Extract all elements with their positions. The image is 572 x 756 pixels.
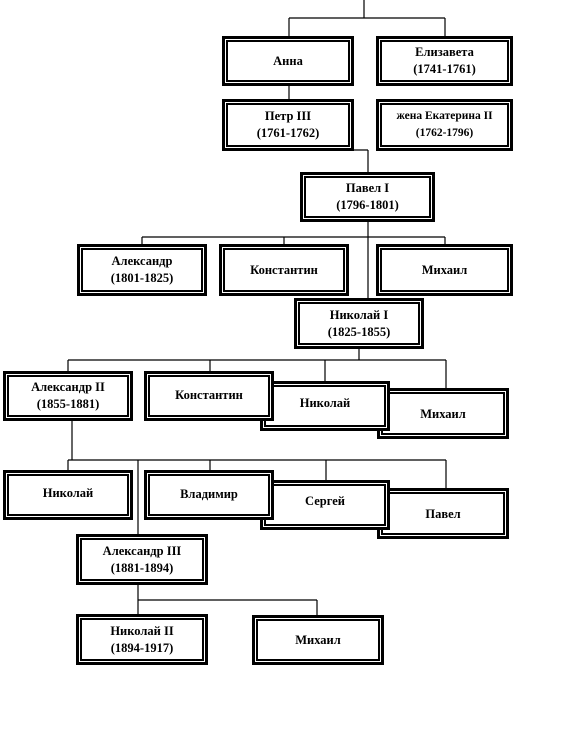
node-nikolai-b: Николай (260, 381, 390, 431)
node-aleksandr-iii: Александр III (1881-1894) (76, 534, 208, 585)
node-name: Николай II (110, 623, 174, 638)
node-name: Константин (175, 388, 243, 402)
node-mikhail-1: Михаил (376, 244, 513, 296)
node-name: Александр III (102, 543, 182, 558)
node-name: Павел (425, 507, 461, 521)
node-years: (1801-1825) (110, 271, 174, 285)
node-name: Владимир (180, 487, 238, 501)
node-name: Николай (42, 486, 94, 500)
node-name: Николай I (329, 307, 389, 322)
node-years: (1762-1796) (415, 127, 474, 139)
node-name: Александр II (31, 380, 105, 394)
node-petr-iii: Петр III (1761-1762) (222, 99, 354, 151)
node-pavel-i: Павел I (1796-1801) (300, 172, 435, 222)
node-konstantin-1: Константин (219, 244, 349, 296)
node-name: жена Екатерина II (396, 110, 493, 122)
node-years: (1796-1801) (336, 198, 399, 212)
node-name: Павел I (345, 181, 390, 195)
node-years: (1761-1762) (256, 126, 320, 140)
node-sergei: Сергей (260, 480, 390, 530)
node-pavel-2: Павел (377, 488, 509, 539)
node-years: (1855-1881) (36, 397, 100, 411)
node-name: Константин (250, 262, 318, 277)
node-name: Николай (299, 396, 351, 410)
node-vladimir: Владимир (144, 470, 274, 520)
node-anna: Анна (222, 36, 354, 86)
node-name: Михаил (420, 407, 466, 421)
node-years: (1741-1761) (413, 62, 476, 76)
node-ekaterina-ii: жена Екатерина II (1762-1796) (376, 99, 513, 151)
node-name: Михаил (295, 632, 341, 647)
node-years: (1825-1855) (327, 324, 391, 339)
node-name: Сергей (305, 494, 345, 508)
node-elizaveta: Елизавета (1741-1761) (376, 36, 513, 86)
node-name: Михаил (421, 262, 468, 277)
node-aleksandr-i: Александр (1801-1825) (77, 244, 207, 296)
node-name: Анна (273, 53, 303, 68)
node-konstantin-2: Константин (144, 371, 274, 421)
node-name: Петр III (264, 109, 312, 123)
node-nikolai-c: Николай (3, 470, 133, 520)
node-nikolai-i: Николай I (1825-1855) (294, 298, 424, 349)
node-mikhail-3: Михаил (252, 615, 384, 665)
node-years: (1894-1917) (110, 640, 174, 655)
node-name: Александр (111, 254, 173, 268)
node-years: (1881-1894) (110, 560, 174, 575)
node-aleksandr-ii: Александр II (1855-1881) (3, 371, 133, 421)
node-nikolai-ii: Николай II (1894-1917) (76, 614, 208, 665)
node-name: Елизавета (415, 45, 474, 59)
node-mikhail-2: Михаил (377, 388, 509, 439)
